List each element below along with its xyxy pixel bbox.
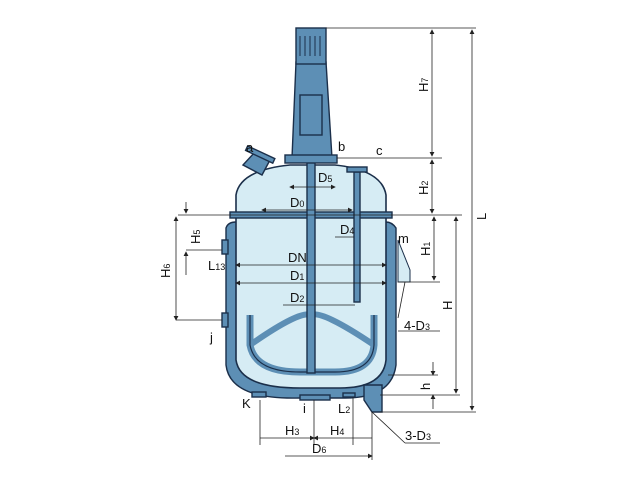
dimension-lines bbox=[173, 27, 476, 460]
drive-flange bbox=[284, 154, 338, 164]
motor bbox=[295, 27, 327, 65]
agitator-shaft bbox=[306, 157, 316, 374]
label-m: m bbox=[398, 231, 409, 246]
leg-support bbox=[363, 384, 383, 413]
label-d1: D1 bbox=[290, 268, 304, 283]
label-d0: D0 bbox=[290, 195, 304, 210]
label-h3: H3 bbox=[285, 423, 299, 438]
label-i: i bbox=[303, 401, 306, 416]
label-h4: H4 bbox=[330, 423, 344, 438]
label-h6: H6 bbox=[158, 264, 173, 278]
label-c: c bbox=[376, 143, 383, 158]
label-l: L bbox=[474, 213, 489, 220]
label-dn: DN bbox=[288, 250, 307, 265]
labels: a b c D5 D0 D4 m DN D1 D2 H5 H6 L13 j 4-… bbox=[158, 78, 489, 456]
label-k: K bbox=[242, 396, 251, 411]
label-h2: H2 bbox=[416, 181, 431, 195]
label-d5: D5 bbox=[318, 170, 332, 185]
label-j: j bbox=[209, 330, 213, 345]
label-d4: D4 bbox=[340, 222, 354, 237]
label-h-small: h bbox=[418, 383, 433, 390]
nozzle-upper-left bbox=[221, 239, 229, 255]
label-a: a bbox=[246, 140, 254, 155]
label-h1: H1 bbox=[418, 242, 433, 256]
label-l2: L2 bbox=[338, 401, 350, 416]
label-4d3: 4-D3 bbox=[404, 318, 430, 333]
label-h5: H5 bbox=[188, 230, 203, 244]
label-d2: D2 bbox=[290, 290, 304, 305]
thermowell bbox=[353, 171, 361, 303]
label-l13: L13 bbox=[208, 258, 225, 273]
label-h: H bbox=[440, 301, 455, 310]
label-d6: D6 bbox=[312, 441, 326, 456]
nozzle-j bbox=[221, 312, 229, 328]
support-k bbox=[251, 391, 267, 398]
outlet-i bbox=[299, 394, 331, 401]
label-h7: H7 bbox=[416, 78, 431, 92]
label-b: b bbox=[338, 139, 345, 154]
vessel bbox=[221, 27, 411, 413]
support-lug bbox=[397, 239, 411, 283]
label-3d3: 3-D3 bbox=[405, 428, 431, 443]
